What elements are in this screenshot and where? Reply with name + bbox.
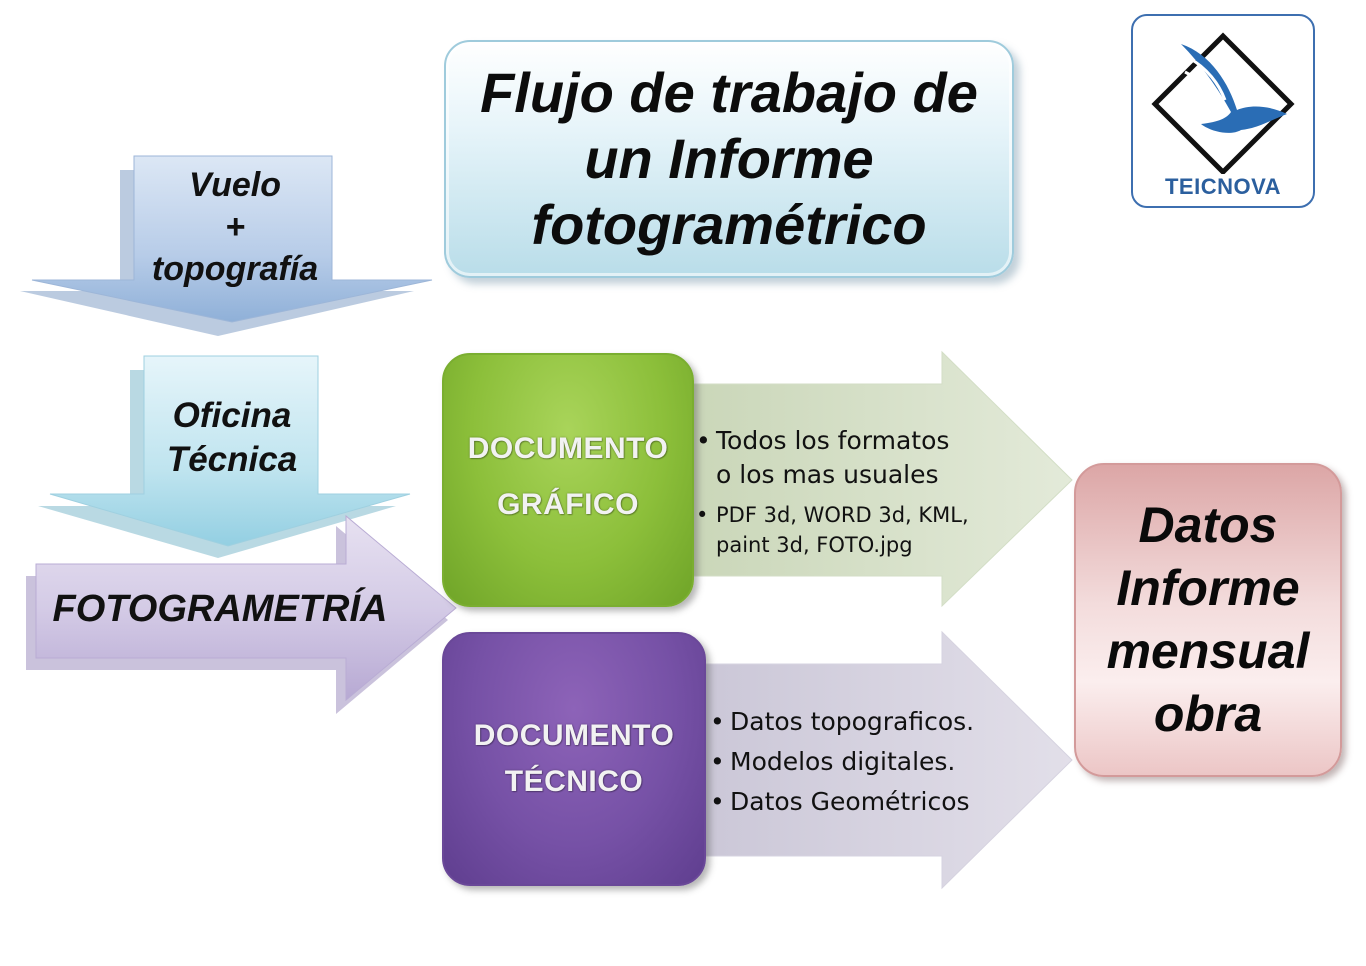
documento-grafico-line: DOCUMENTO xyxy=(467,432,669,465)
oficina-line: Técnica xyxy=(166,440,298,479)
documento-grafico-box: DOCUMENTO GRÁFICO xyxy=(442,353,694,607)
arrow-oficina xyxy=(49,355,411,547)
arrow-vuelo xyxy=(31,155,433,323)
list-item: Todos los formatos o los mas usuales xyxy=(696,424,996,492)
title-line: un Informe xyxy=(584,127,874,190)
vuelo-topografia-label: Vuelo + topografía xyxy=(130,164,340,290)
bullet-text: Modelos digitales. xyxy=(730,747,956,776)
vuelo-line: + xyxy=(225,208,245,246)
result-line: mensual xyxy=(1106,623,1310,679)
vuelo-line: Vuelo xyxy=(189,166,281,204)
result-line: Datos xyxy=(1138,497,1278,553)
datos-informe-label: Datos Informe mensual obra xyxy=(1107,494,1310,746)
page-title: Flujo de trabajo de un Informe fotogramé… xyxy=(459,60,999,258)
list-item: PDF 3d, WORD 3d, KML, paint 3d, FOTO.jpg xyxy=(696,500,996,560)
documento-tecnico-bullets: Datos topograficos. Modelos digitales. D… xyxy=(710,702,1010,822)
title-line: fotogramétrico xyxy=(531,193,927,256)
arrow-fotogrametria xyxy=(35,514,457,702)
bullet-text: o los mas usuales xyxy=(716,460,939,489)
title-line: Flujo de trabajo de xyxy=(480,61,978,124)
title-box: Flujo de trabajo de un Informe fotogramé… xyxy=(444,40,1014,278)
list-item: Datos Geométricos xyxy=(710,782,1010,822)
result-line: obra xyxy=(1153,686,1263,742)
list-item: Datos topograficos. xyxy=(710,702,1010,742)
datos-informe-box: Datos Informe mensual obra xyxy=(1074,463,1342,777)
bullet-text: PDF 3d, WORD 3d, KML, xyxy=(716,503,969,527)
documento-tecnico-box: DOCUMENTO TÉCNICO xyxy=(442,632,706,886)
bullet-text: Datos Geométricos xyxy=(730,787,970,816)
documento-grafico-line: GRÁFICO xyxy=(497,488,639,521)
logo-name: TEICNOVA xyxy=(1164,174,1282,199)
teicnova-logo: TEICNOVA xyxy=(1131,14,1315,208)
list-item: Modelos digitales. xyxy=(710,742,1010,782)
bullet-text: paint 3d, FOTO.jpg xyxy=(716,533,913,557)
bullet-text: Datos topograficos. xyxy=(730,707,975,736)
bird-diamond-logo-icon xyxy=(1151,32,1295,174)
documento-grafico-bullets: Todos los formatos o los mas usuales PDF… xyxy=(696,424,996,560)
result-line: Informe xyxy=(1116,560,1300,616)
documento-tecnico-line: DOCUMENTO xyxy=(473,719,675,752)
vuelo-line: topografía xyxy=(151,250,319,288)
oficina-tecnica-label: Oficina Técnica xyxy=(136,394,328,482)
fotogrametria-label: FOTOGRAMETRÍA xyxy=(52,588,388,630)
oficina-line: Oficina xyxy=(172,396,292,435)
documento-tecnico-line: TÉCNICO xyxy=(504,765,644,798)
bullet-text: Todos los formatos xyxy=(716,426,950,455)
